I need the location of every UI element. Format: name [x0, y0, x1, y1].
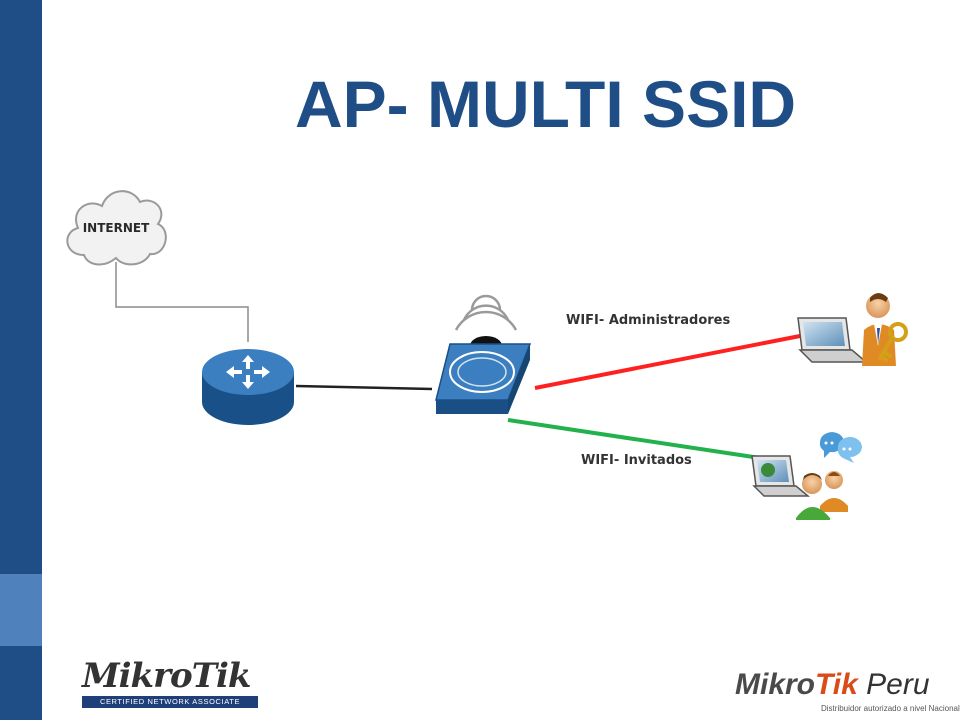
users-group-icon: [796, 471, 848, 520]
laptop-icon: [751, 455, 811, 497]
router-icon: [202, 349, 294, 425]
wifi-link-guest: [507, 418, 761, 460]
cna-tagline: CERTIFIED NETWORK ASSOCIATE: [82, 696, 258, 708]
mikrotik-certified-logo: MikroTik CERTIFIED NETWORK ASSOCIATE: [78, 652, 262, 710]
chat-bubbles-icon: [819, 432, 862, 463]
mikrotik-peru-logo: MikroTik Peru Distribuidor autorizado a …: [735, 668, 960, 716]
access-point-icon: [435, 294, 532, 414]
wifi-link-admin: [534, 334, 801, 390]
slide-title: AP- MULTI SSID: [295, 67, 797, 141]
wifi-admin-label: WIFI- Administradores: [566, 313, 730, 328]
cloud-icon: INTERNET: [66, 190, 167, 266]
mikrotik-peru-tagline: Distribuidor autorizado a nivel Nacional: [821, 704, 960, 713]
link-router-ap: [295, 384, 433, 391]
key-icon: [878, 322, 908, 362]
laptop-icon: [797, 317, 869, 363]
mikrotik-wordmark: MikroTik: [82, 656, 251, 696]
sidebar-accent-light: [0, 574, 42, 646]
mikrotik-peru-wordmark: MikroTik Peru: [735, 668, 930, 701]
cloud-label: INTERNET: [83, 221, 150, 235]
wifi-guest-label: WIFI- Invitados: [581, 453, 692, 468]
link-internet-router: [115, 262, 249, 342]
